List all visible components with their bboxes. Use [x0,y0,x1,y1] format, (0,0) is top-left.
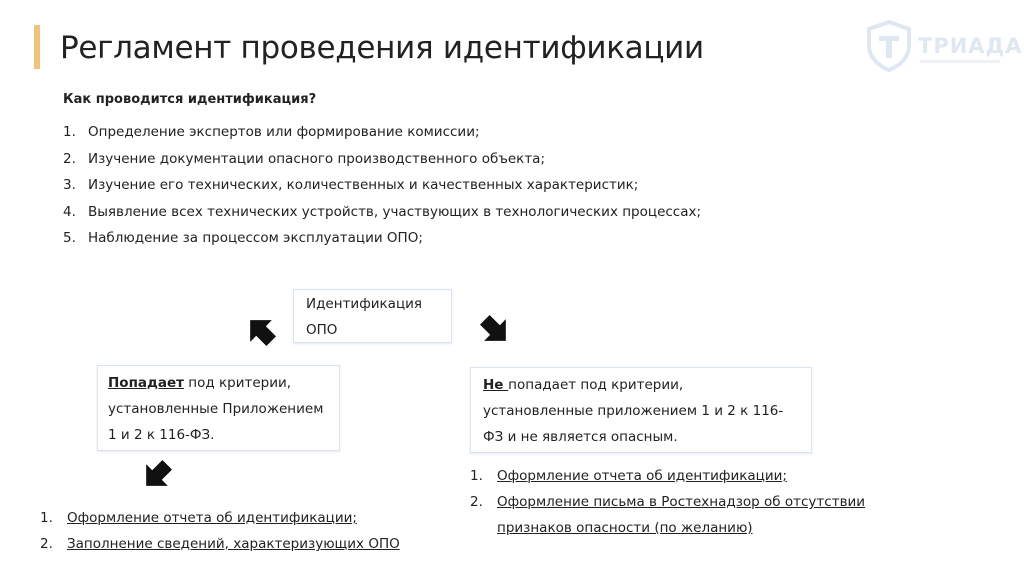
criteria-match-emphasis: Попадает [108,375,185,391]
list-item-text: Оформление отчета об идентификации; [67,510,357,526]
list-item: 2. Изучение документации опасного произво… [63,151,701,178]
list-item-number: 1. [40,510,53,526]
arrow-down-right-icon [479,314,506,341]
list-item-text: Оформление письма в Ростехнадзор об отсу… [497,494,866,536]
list-item-number: 1. [470,468,483,484]
criteria-no-match-box: Не попадает под критерии, установленные … [470,367,812,453]
list-item: 4. Выявление всех технических устройств, … [63,204,701,231]
list-item-number: 3. [63,177,76,193]
criteria-match-line3: 1 и 2 к 116-ФЗ. [108,427,215,443]
result-list-match: 1. Оформление отчета об идентификации; 2.… [40,505,400,557]
criteria-no-match-line2: установленные приложением 1 и 2 к 116- [483,403,784,419]
identification-box-line1: Идентификация [306,296,423,312]
list-item-text: Выявление всех технических устройств, уч… [88,203,702,220]
list-item: 3. Изучение его технических, количественн… [63,177,701,204]
criteria-no-match-text: попадает под критерии, [508,377,684,393]
list-item-number: 1. [63,124,76,140]
list-item-text: Изучение документации опасного производс… [88,150,546,167]
list-item-number: 2. [63,150,76,167]
list-item-text: Определение экспертов или формирование к… [88,124,480,140]
logo-tagline [920,60,1000,63]
criteria-match-text: под критерии, [184,375,292,391]
arrow-down-left-icon [250,320,277,347]
criteria-no-match-emphasis: Не [483,377,509,393]
list-item-number: 2. [40,536,53,552]
list-item: 2. Оформление письма в Ростехнадзор об от… [470,489,892,541]
procedure-steps-list: 1. Определение экспертов или формирование… [63,124,701,257]
list-item: 1. Оформление отчета об идентификации; [40,505,400,531]
list-item-number: 4. [63,203,76,220]
identification-box: Идентификация ОПО [293,289,452,343]
list-item-text: Заполнение сведений, характеризующих ОПО [67,536,400,552]
criteria-no-match-line3: ФЗ и не является опасным. [483,429,678,445]
list-item: 1. Определение экспертов или формирование… [63,124,701,151]
logo-text: ТРИАДА [918,34,1023,58]
identification-box-line2: ОПО [306,322,338,338]
title-accent-bar [34,25,40,69]
criteria-match-box: Попадает под критерии, установленные При… [97,365,340,451]
result-list-no-match: 1. Оформление отчета об идентификации; 2.… [470,463,892,541]
list-item: 5. Наблюдение за процессом эксплуатации О… [63,230,701,257]
list-item-text: Наблюдение за процессом эксплуатации ОПО… [88,230,423,246]
section-subtitle: Как проводится идентификация? [63,92,317,107]
arrow-down-left-icon [146,459,173,486]
criteria-match-line2: установленные Приложением [108,401,324,417]
shield-logo-icon [867,20,911,72]
list-item: 2. Заполнение сведений, характеризующих … [40,531,400,557]
list-item-text: Изучение его технических, количественных… [88,177,639,193]
page-title: Регламент проведения идентификации [60,30,704,66]
list-item: 1. Оформление отчета об идентификации; [470,463,892,489]
list-item-number: 5. [63,230,76,246]
company-logo: ТРИАДА [866,20,1022,72]
list-item-number: 2. [470,494,483,510]
list-item-text: Оформление отчета об идентификации; [497,468,787,484]
